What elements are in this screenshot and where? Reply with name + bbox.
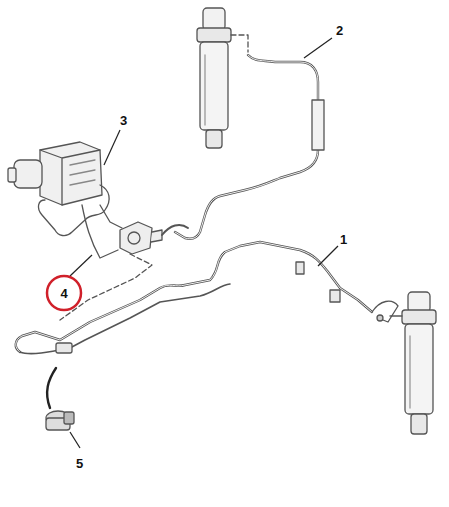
pump <box>120 222 162 254</box>
shock-absorber <box>197 8 248 148</box>
callout-circle: 4 <box>45 274 83 312</box>
callout-number: 2 <box>336 24 343 37</box>
callout-number: 5 <box>76 457 83 470</box>
shock-absorber <box>390 292 436 434</box>
callout-number: 4 <box>45 287 83 300</box>
callout-number: 3 <box>120 114 127 127</box>
callout-number: 1 <box>340 233 347 246</box>
pressure-sensor <box>46 411 74 430</box>
hydraulic-unit <box>8 142 102 205</box>
